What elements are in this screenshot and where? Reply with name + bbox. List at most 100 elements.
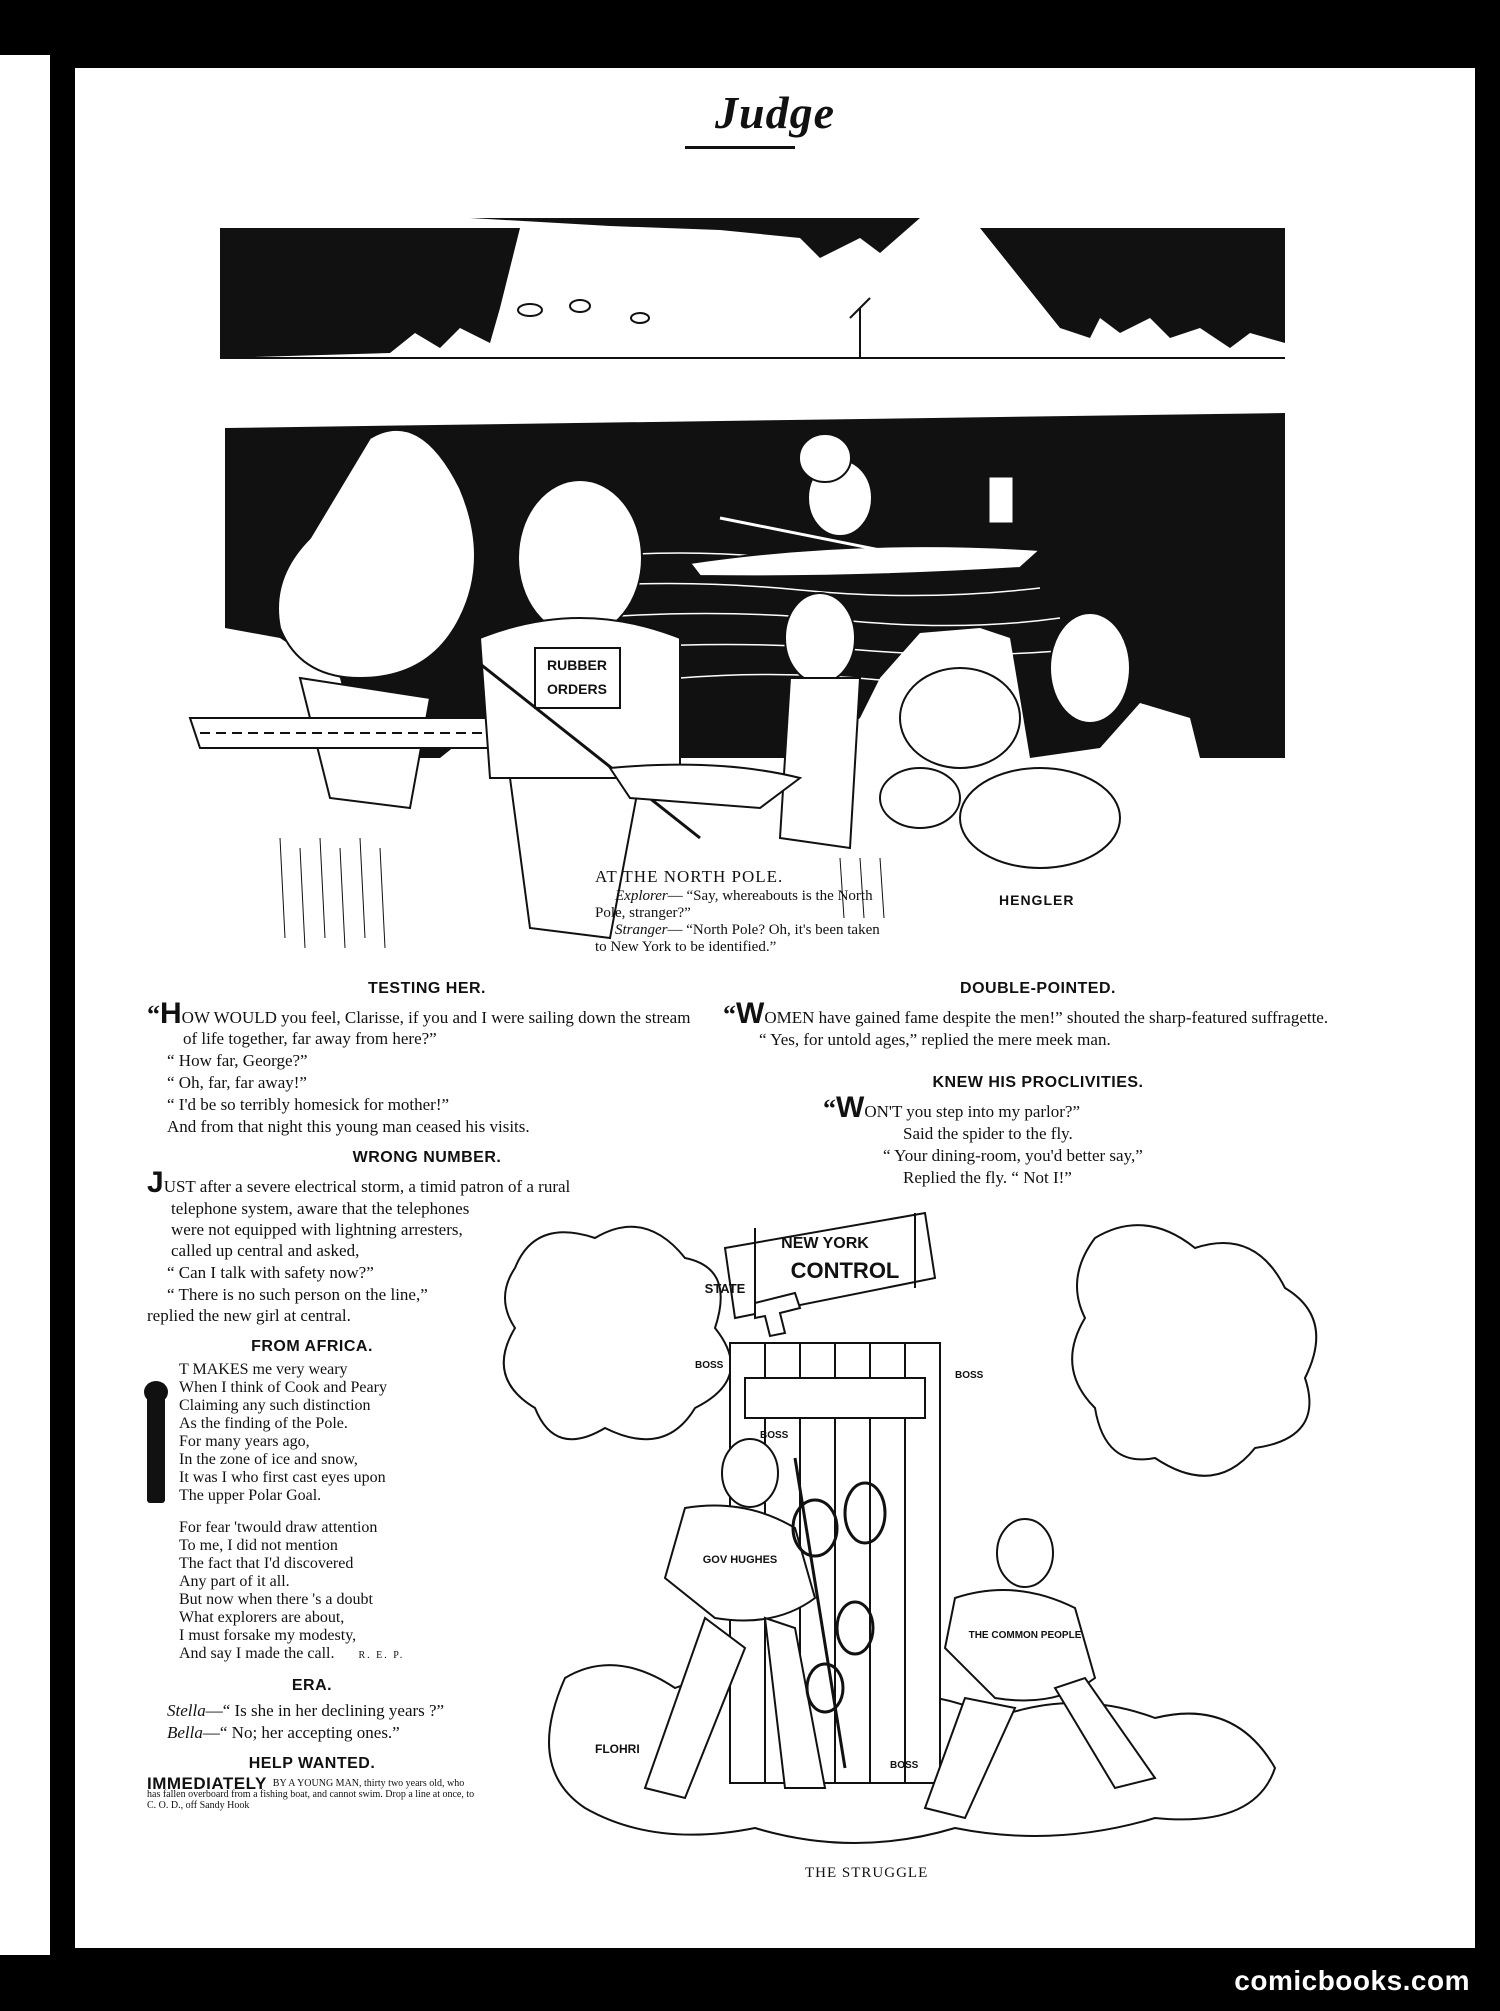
boss-tag: BOSS bbox=[890, 1760, 919, 1771]
wrong-number-body: telephone system, aware that the telepho… bbox=[171, 1199, 470, 1260]
double-pointed-line2: “ Yes, for untold ages,” replied the mer… bbox=[759, 1030, 1111, 1049]
knew-his-quote-mark: “ bbox=[823, 1094, 836, 1123]
from-africa-stanza-1: T MAKES me very weary When I think of Co… bbox=[147, 1361, 477, 1505]
north-pole-cartoon: RUBBER ORDERS bbox=[160, 158, 1360, 958]
help-wanted-lead: IMMEDIATELY bbox=[147, 1774, 267, 1793]
poem-initials: R. E. P. bbox=[358, 1650, 405, 1661]
knew-his-line3: “ Your dining-room, you'd better say,” bbox=[883, 1146, 1143, 1165]
sign-orders: ORDERS bbox=[547, 681, 607, 697]
boss-tags: BOSS BOSS BOSS BOSS bbox=[695, 1360, 984, 1771]
wrong-number-question: “ Can I talk with safety now?” bbox=[167, 1263, 374, 1282]
double-pointed-dropcap: W bbox=[736, 997, 765, 1030]
stranger-label: Stranger bbox=[615, 922, 668, 938]
wrong-number-answer: “ There is no such person on the line,” … bbox=[147, 1285, 428, 1325]
poem-line: But now when there 's a doubt bbox=[179, 1591, 373, 1608]
help-wanted-text: BY A YOUNG MAN, thirty two years old, wh… bbox=[147, 1778, 475, 1811]
revolver bbox=[754, 1291, 802, 1338]
ice-floe-top bbox=[470, 218, 920, 258]
knew-his-line4: Replied the fly. “ Not I!” bbox=[903, 1168, 1072, 1187]
testing-her-heading: TESTING HER. bbox=[367, 980, 486, 997]
poem-line: The fact that I'd discovered bbox=[179, 1555, 354, 1572]
knew-his-line2: Said the spider to the fly. bbox=[903, 1124, 1073, 1143]
distant-animals bbox=[469, 296, 871, 358]
boss-tag: BOSS bbox=[760, 1430, 789, 1441]
knew-his-lead-text: ON'T you step into my parlor?” bbox=[864, 1102, 1081, 1121]
era-speaker-1: Stella bbox=[167, 1701, 206, 1720]
poem-line-text: And say I made the call. bbox=[179, 1645, 335, 1662]
knew-his-section: KNEW HIS PROCLIVITIES. “WON'T you step i… bbox=[723, 1072, 1353, 1188]
from-africa-poem: T MAKES me very weary When I think of Co… bbox=[144, 1361, 477, 1665]
wrong-number-lead-text: UST after a severe electrical storm, a t… bbox=[163, 1177, 571, 1196]
knew-his-lead: “WON'T you step into my parlor?” bbox=[823, 1093, 1353, 1123]
era-heading: ERA. bbox=[291, 1677, 333, 1694]
wrong-number-lead: JUST after a severe electrical storm, a … bbox=[147, 1168, 707, 1198]
testing-her-quote-mark: “ bbox=[147, 1000, 160, 1029]
ice-floe-left bbox=[220, 228, 520, 358]
testing-her-line4: “ I'd be so terribly homesick for mother… bbox=[167, 1095, 450, 1114]
poem-line: What explorers are about, bbox=[179, 1609, 345, 1626]
testing-her-lead: “HOW WOULD you feel, Clarisse, if you an… bbox=[147, 999, 707, 1049]
sign-control: CONTROL bbox=[791, 1258, 900, 1283]
poem-line: It was I who first cast eyes upon bbox=[179, 1469, 386, 1486]
facing-page-edge bbox=[0, 55, 50, 1955]
right-column: DOUBLE-POINTED. “WOMEN have gained fame … bbox=[723, 978, 1353, 1198]
left-column: TESTING HER. “HOW WOULD you feel, Claris… bbox=[144, 978, 707, 1821]
masthead-underline bbox=[685, 146, 795, 149]
poem-line: The upper Polar Goal. bbox=[179, 1487, 322, 1504]
stranger-line: — “North Pole? Oh, it's been taken to Ne… bbox=[595, 922, 880, 955]
wrong-number-heading: WRONG NUMBER. bbox=[352, 1149, 502, 1166]
double-pointed-quote-mark: “ bbox=[723, 1000, 736, 1029]
era-speaker-2: Bella bbox=[167, 1723, 203, 1742]
snow-hatching bbox=[279, 837, 885, 949]
testing-her-line5: And from that night this young man cease… bbox=[167, 1117, 530, 1136]
poem-line: T MAKES me very weary bbox=[179, 1361, 348, 1378]
testing-her-line3: “ Oh, far, far away!” bbox=[167, 1073, 307, 1092]
boss-tag: BOSS bbox=[955, 1370, 984, 1381]
double-pointed-lead-text: OMEN have gained fame despite the men!” … bbox=[764, 1008, 1329, 1027]
knew-his-verse: “WON'T you step into my parlor?” Said th… bbox=[723, 1093, 1353, 1188]
poem-line: When I think of Cook and Peary bbox=[179, 1379, 387, 1396]
magazine-page: Judge bbox=[75, 68, 1475, 1948]
poem-line-last: And say I made the call. R. E. P. bbox=[179, 1645, 477, 1665]
sled-dogs bbox=[608, 592, 1131, 869]
north-pole-caption: AT THE NORTH POLE. Explorer— “Say, where… bbox=[595, 868, 895, 956]
common-people-figure: THE COMMON PEOPLE bbox=[923, 1518, 1157, 1820]
sign-state: STATE bbox=[705, 1281, 746, 1296]
explorer-figure: RUBBER ORDERS bbox=[459, 479, 701, 940]
sign-new-york: NEW YORK bbox=[781, 1235, 869, 1252]
knew-his-heading: KNEW HIS PROCLIVITIES. bbox=[932, 1074, 1144, 1091]
help-wanted-heading: HELP WANTED. bbox=[248, 1755, 376, 1772]
struggle-illustration: NEW YORK CONTROL STATE GOV HUG bbox=[502, 1211, 1318, 1844]
poem-line: I must forsake my modesty, bbox=[179, 1627, 357, 1644]
testing-her-line2: “ How far, George?” bbox=[167, 1051, 308, 1070]
gov-hughes-figure: GOV HUGHES bbox=[643, 1438, 827, 1800]
era-text-2: —“ No; her accepting ones.” bbox=[202, 1723, 400, 1742]
double-pointed-section: DOUBLE-POINTED. “WOMEN have gained fame … bbox=[723, 978, 1353, 1050]
sign-rubber: RUBBER bbox=[547, 657, 607, 673]
from-africa-heading: FROM AFRICA. bbox=[251, 1338, 373, 1355]
poem-line: In the zone of ice and snow, bbox=[179, 1451, 358, 1468]
door-chains bbox=[791, 1481, 887, 1714]
wrong-number-section: WRONG NUMBER. JUST after a severe electr… bbox=[147, 1147, 707, 1326]
control-sign: NEW YORK CONTROL STATE bbox=[705, 1211, 937, 1320]
boss-tag: BOSS bbox=[695, 1360, 724, 1371]
knew-his-dropcap: W bbox=[836, 1091, 865, 1124]
masthead-title: Judge bbox=[715, 87, 835, 138]
site-watermark: comicbooks.com bbox=[1234, 1965, 1470, 1996]
stanza-break bbox=[147, 1505, 477, 1519]
poem-line: Claiming any such distinction bbox=[179, 1397, 371, 1414]
kayak-figure bbox=[688, 433, 1043, 578]
testing-her-section: TESTING HER. “HOW WOULD you feel, Claris… bbox=[147, 978, 707, 1137]
from-africa-stanza-2: For fear 'twould draw attention To me, I… bbox=[147, 1519, 477, 1665]
struggle-caption: THE STRUGGLE bbox=[805, 1865, 929, 1881]
explorer-line: — “Say, whereabouts is the North Pole, s… bbox=[595, 888, 873, 921]
wrong-number-dropcap: J bbox=[147, 1166, 164, 1199]
poem-line: For fear 'twould draw attention bbox=[179, 1519, 378, 1536]
poem-line: As the finding of the Pole. bbox=[179, 1415, 348, 1432]
north-pole-illustration: RUBBER ORDERS bbox=[188, 218, 1285, 949]
poem-line: For many years ago, bbox=[179, 1433, 310, 1450]
testing-her-dropcap: H bbox=[160, 997, 182, 1030]
north-pole-title: AT THE NORTH POLE. bbox=[595, 867, 784, 886]
